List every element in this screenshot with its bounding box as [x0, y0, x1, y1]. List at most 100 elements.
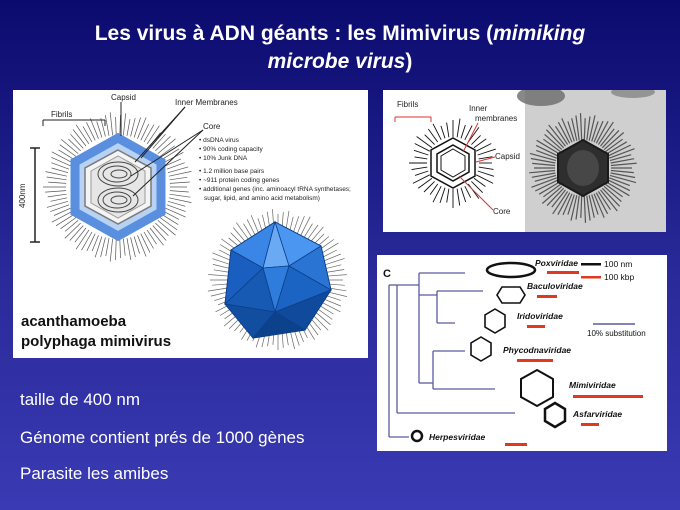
- fibril: [432, 185, 442, 203]
- fibril: [47, 193, 67, 198]
- slide-title: Les virus à ADN géants : les Mimivirus (…: [30, 20, 650, 76]
- fibril: [591, 121, 599, 142]
- fibril: [152, 225, 167, 241]
- fibril: [531, 172, 556, 178]
- fibril: [94, 236, 103, 258]
- fibril: [597, 121, 614, 145]
- bullet-genome: Génome contient prés de 1000 gènes: [20, 428, 305, 447]
- legend-scale-kbp: 100 kbp: [604, 272, 635, 282]
- fibril: [68, 138, 81, 152]
- family-label-iridoviridae: Iridoviridae: [517, 311, 563, 321]
- fibril: [467, 127, 480, 143]
- fibril: [48, 181, 67, 184]
- fibril: [69, 225, 84, 241]
- micro-membranes-label: membranes: [475, 114, 517, 123]
- core-dna: [97, 161, 139, 213]
- fibril: [529, 152, 557, 162]
- fibril: [320, 301, 341, 313]
- fibril: [411, 166, 428, 171]
- fibril: [460, 124, 466, 139]
- fibril: [605, 138, 623, 152]
- fibril: [588, 195, 595, 218]
- fibril: [593, 120, 604, 143]
- bullet-parasite: Parasite les amibes: [20, 464, 169, 483]
- fibril: [473, 138, 487, 149]
- panel-letter: C: [383, 268, 391, 280]
- fibril: [531, 177, 558, 188]
- fibril: [610, 172, 636, 179]
- fibril: [50, 204, 70, 212]
- fibril: [296, 216, 305, 236]
- fibril: [246, 219, 257, 238]
- fibril: [168, 197, 192, 203]
- fibril: [105, 238, 110, 256]
- micrograph-panel: Fibrils Inner membranes Capsid Core: [383, 90, 666, 232]
- fibril: [115, 116, 117, 136]
- fibril: [96, 121, 103, 138]
- fibril: [133, 117, 141, 138]
- micro-inner-label: Inner: [469, 104, 488, 113]
- fibril: [478, 166, 494, 170]
- svg-text:• additional genes (inc. amino: • additional genes (inc. aminoacyl tRNA …: [199, 186, 351, 193]
- fibril: [166, 162, 185, 170]
- fibril: [478, 156, 493, 160]
- scale-label: 400nm: [18, 183, 27, 208]
- fibril: [600, 189, 618, 212]
- fibril: [532, 162, 556, 167]
- fibril: [123, 238, 126, 256]
- title-line2-italic: microbe virus: [267, 50, 406, 73]
- schematic-membrane: [436, 144, 470, 182]
- fibril: [314, 310, 331, 326]
- core-facts-list: • dsDNA virus • 90% coding capacity • 10…: [199, 137, 351, 202]
- schematic-fibrils: [409, 118, 496, 208]
- icosahedron-3d: [207, 209, 348, 350]
- fibril: [302, 223, 313, 240]
- fibril: [169, 181, 190, 184]
- fibril: [166, 204, 186, 212]
- fibril: [593, 193, 605, 218]
- fibril: [100, 118, 106, 137]
- fibril: [595, 192, 609, 215]
- fibril: [55, 214, 75, 226]
- fibril: [588, 115, 596, 141]
- fibril: [140, 233, 151, 253]
- core-fact: ~911 protein coding genes: [203, 177, 280, 184]
- fibril: [561, 118, 573, 143]
- fibril: [535, 144, 559, 157]
- family-label-herpesviridae: Herpesviridae: [429, 432, 485, 442]
- fibril: [446, 188, 450, 203]
- fibril: [606, 141, 628, 155]
- fibril: [70, 133, 84, 149]
- fibril: [591, 194, 599, 215]
- fibril: [53, 207, 71, 216]
- fibril: [51, 211, 73, 223]
- title-line1-italic: mimiking: [493, 22, 586, 45]
- fibril: [61, 139, 79, 154]
- fibril: [165, 207, 186, 218]
- fibril: [475, 174, 494, 184]
- fibril: [86, 233, 96, 251]
- micro-core-label: Core: [493, 207, 511, 216]
- fibril: [603, 132, 625, 151]
- fibril: [554, 125, 569, 145]
- fibril: [46, 200, 69, 208]
- micrograph-diagram: Fibrils Inner membranes Capsid Core: [383, 90, 666, 232]
- fibril: [610, 169, 634, 174]
- fibril: [601, 187, 621, 207]
- fibril: [446, 122, 450, 138]
- fibril: [133, 236, 140, 254]
- fibril: [143, 231, 154, 249]
- fibril: [610, 162, 637, 167]
- fibril: [471, 181, 484, 194]
- fibril: [601, 129, 620, 149]
- fibril: [169, 190, 189, 193]
- fibril: [149, 227, 164, 246]
- fibril: [538, 181, 560, 195]
- fibril: [143, 124, 155, 143]
- fibril: [413, 149, 429, 156]
- fibril: [456, 118, 461, 138]
- fibril: [575, 115, 580, 141]
- fibril: [543, 138, 561, 152]
- fibril: [115, 238, 117, 261]
- bullet-size: taille de 400 nm: [20, 390, 141, 409]
